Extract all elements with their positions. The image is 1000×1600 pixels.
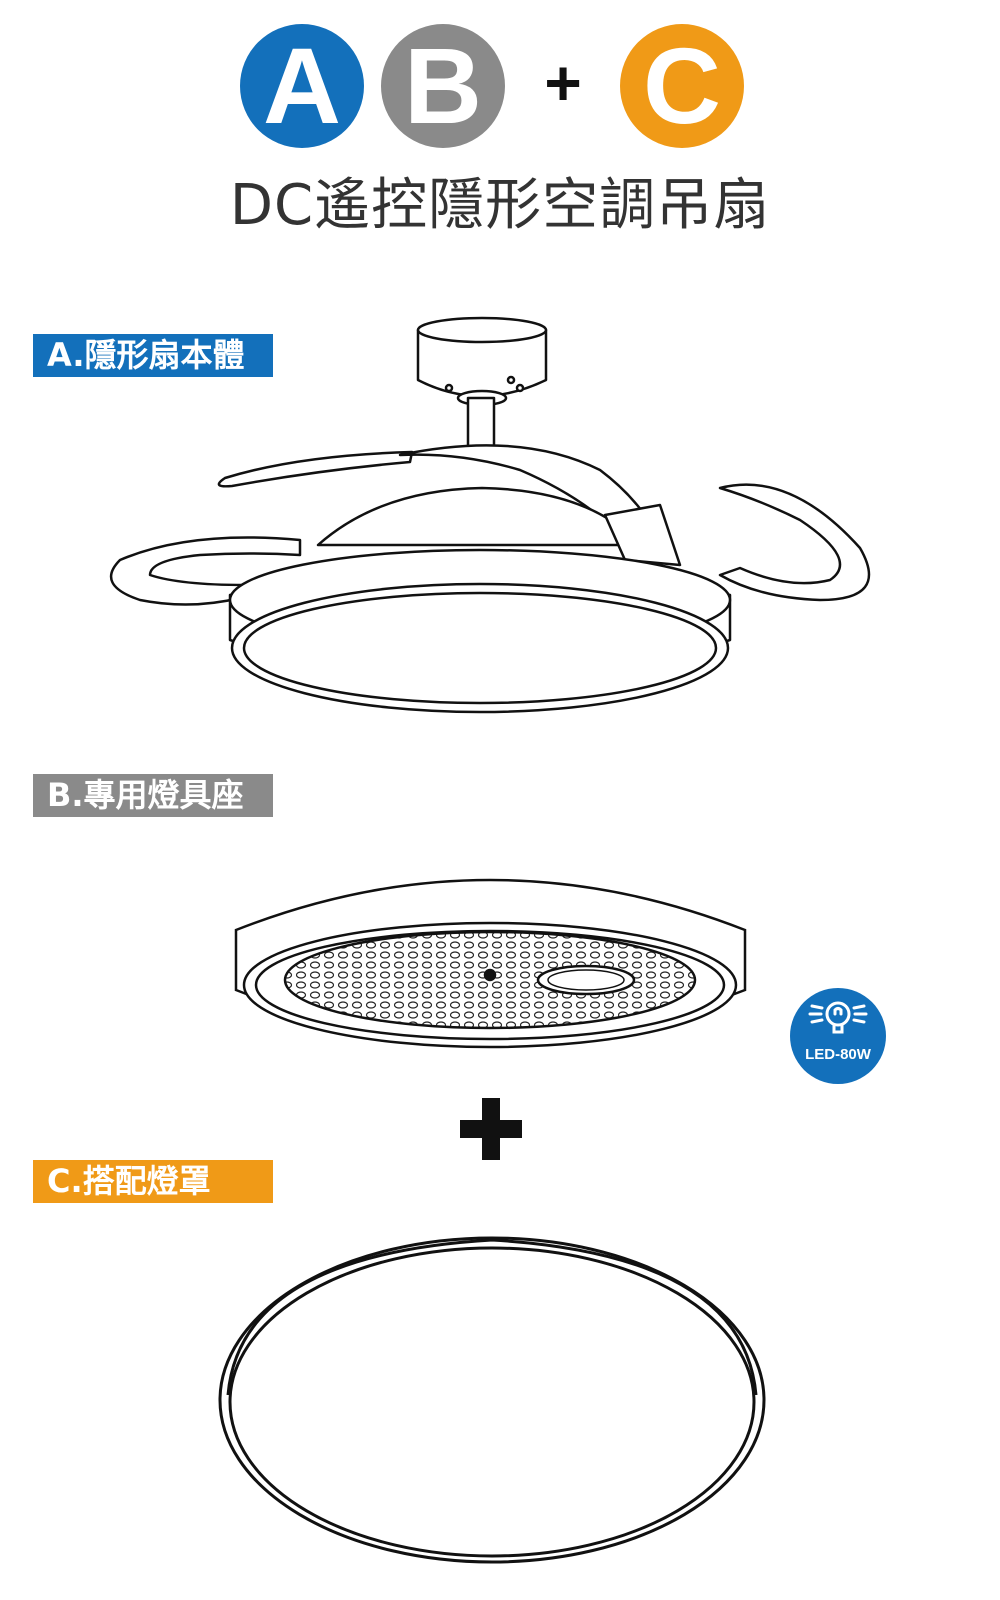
led-wattage-badge: LED-80W	[790, 988, 886, 1084]
lamp-cover-illustration	[218, 1236, 766, 1564]
fan-body-illustration	[109, 316, 871, 714]
lamp-base-illustration	[234, 878, 747, 1049]
badge-b: B	[381, 24, 505, 148]
plus-sign: +	[544, 47, 582, 119]
section-label-c: C.搭配燈罩	[33, 1160, 273, 1203]
light-bulb-icon	[808, 1001, 868, 1034]
section-label-a: A.隱形扇本體	[33, 334, 273, 377]
plus-icon	[460, 1098, 522, 1160]
badge-a: A	[240, 24, 364, 148]
product-title: DC遙控隱形空調吊扇	[229, 173, 771, 238]
section-label-b: B.專用燈具座	[33, 774, 273, 817]
badge-c: C	[620, 24, 744, 148]
led-wattage-text: LED-80W	[805, 1046, 871, 1063]
